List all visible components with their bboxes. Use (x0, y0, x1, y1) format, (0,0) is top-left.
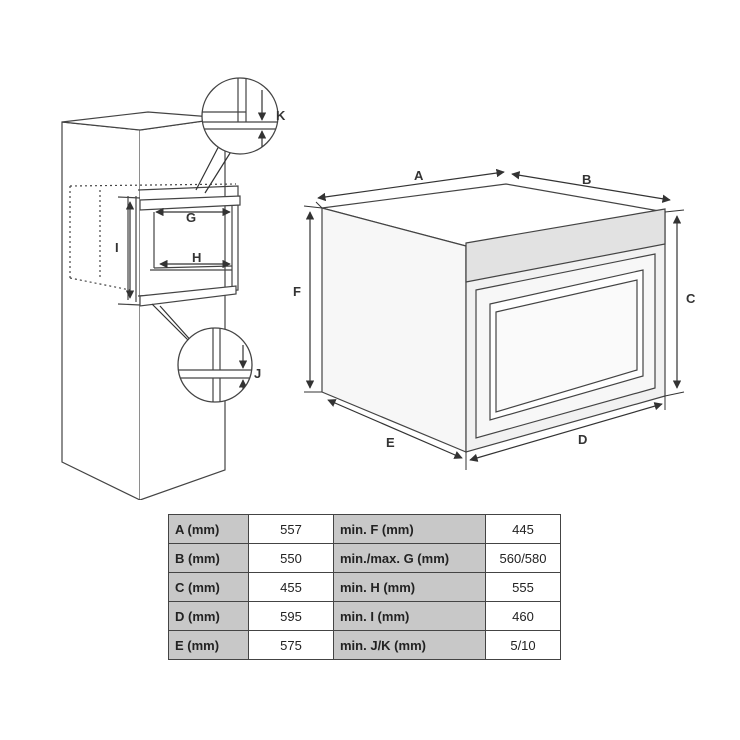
table-row: E (mm) 575 min. J/K (mm) 5/10 (168, 630, 561, 660)
table-cell-label: min. J/K (mm) (333, 630, 486, 660)
table-cell-label: B (mm) (168, 543, 249, 573)
oven-drawing (321, 183, 666, 453)
table-cell-value: 575 (248, 630, 334, 660)
table-cell-label: min./max. G (mm) (333, 543, 486, 573)
table-cell-label: min. F (mm) (333, 514, 486, 544)
table-cell-value: 460 (485, 601, 561, 631)
table-cell-value: 550 (248, 543, 334, 573)
table-row: A (mm) 557 min. F (mm) 445 (168, 514, 561, 544)
table-cell-label: D (mm) (168, 601, 249, 631)
label-e: E (386, 435, 395, 450)
installation-diagram: A B C D E F G H I J K (61, 77, 696, 500)
dim-a-arrow (317, 168, 505, 202)
label-d: D (578, 432, 587, 447)
table-cell-value: 595 (248, 601, 334, 631)
label-i: I (115, 240, 119, 255)
table-cell-value: 5/10 (485, 630, 561, 660)
cabinet-dimensions (125, 139, 233, 345)
dim-e-arrow (327, 399, 463, 459)
table-cell-label: C (mm) (168, 572, 249, 602)
table-cell-label: min. I (mm) (333, 601, 486, 631)
table-cell-label: A (mm) (168, 514, 249, 544)
label-h: H (192, 250, 201, 265)
label-j: J (254, 366, 261, 381)
label-g: G (186, 210, 196, 225)
label-b: B (582, 172, 591, 187)
table-cell-value: 560/580 (485, 543, 561, 573)
label-f: F (293, 284, 301, 299)
table-row: B (mm) 550 min./max. G (mm) 560/580 (168, 543, 561, 573)
table-cell-value: 445 (485, 514, 561, 544)
table-row: C (mm) 455 min. H (mm) 555 (168, 572, 561, 602)
label-a: A (414, 168, 424, 183)
oven-dimensions (303, 168, 685, 470)
table-cell-value: 555 (485, 572, 561, 602)
zoom-detail-j (177, 327, 253, 403)
label-k: K (276, 108, 286, 123)
table-cell-label: E (mm) (168, 630, 249, 660)
zoom-detail-k (201, 77, 279, 155)
table-cell-value: 557 (248, 514, 334, 544)
dimensions-table: A (mm) 557 min. F (mm) 445 B (mm) 550 mi… (168, 514, 561, 660)
table-row: D (mm) 595 min. I (mm) 460 (168, 601, 561, 631)
table-cell-label: min. H (mm) (333, 572, 486, 602)
cabinet-drawing (61, 111, 241, 500)
dim-d-arrow (469, 402, 663, 462)
table-cell-value: 455 (248, 572, 334, 602)
label-c: C (686, 291, 696, 306)
dim-b-arrow (511, 171, 671, 203)
